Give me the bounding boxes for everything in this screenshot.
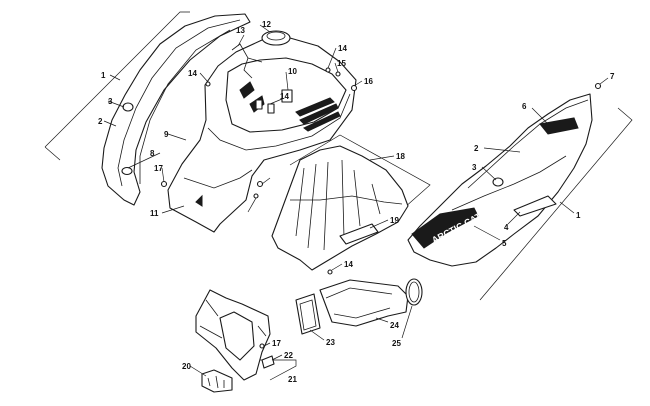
left-side-panel-edge: [117, 19, 241, 187]
tub-frame: [289, 134, 431, 209]
hood-wire-harness-13: [231, 43, 263, 79]
left-panel-grommet-8: [121, 166, 133, 176]
belly-pan-decal-19: [339, 223, 379, 245]
intake-seal-23-inner: [299, 299, 317, 331]
callout-17-left: 17: [154, 164, 163, 173]
callout-labels: 1 3 2 8 17 11 9 13 12 14 10 15 16 14 14 …: [98, 20, 615, 384]
right-side-panel-crease: [451, 155, 567, 211]
callout-9: 9: [164, 130, 169, 139]
callout-22: 22: [284, 351, 293, 360]
belly-pan-ridges: [295, 159, 381, 251]
callout-4: 4: [504, 223, 509, 232]
hood-gauge-cap-12: [261, 30, 291, 46]
screw-15: [335, 71, 341, 77]
hood-warning-decal: [195, 194, 203, 207]
callout-17-lower: 17: [272, 339, 281, 348]
callout-21: 21: [288, 375, 297, 384]
belly-pan-18: [271, 145, 409, 271]
left-panel-frame-lower: [44, 146, 61, 161]
lower-nose-opening: [219, 311, 255, 361]
lower-decal-22: [261, 355, 275, 369]
intake-seal-23: [295, 293, 321, 335]
hood-clip-14a: [255, 99, 263, 110]
right-panel-stripe-decal-6: [539, 117, 579, 135]
screw-7: [594, 82, 602, 90]
screw-14-belly: [327, 269, 333, 275]
callout-14-left: 14: [188, 69, 197, 78]
callout-8: 8: [150, 149, 155, 158]
hood-bracket-10: [281, 89, 293, 103]
screw-16-mid: [256, 180, 264, 188]
intake-clamp-25-inner: [408, 281, 420, 303]
callout-14-inner: 14: [280, 92, 289, 101]
callout-10: 10: [288, 67, 297, 76]
screw-17-left: [160, 180, 168, 188]
callout-20: 20: [182, 362, 191, 371]
callout-18: 18: [396, 152, 405, 161]
callout-13: 13: [236, 26, 245, 35]
screw-16-top: [350, 84, 358, 92]
callout-5: 5: [502, 239, 507, 248]
hood-clip-14b: [267, 103, 275, 114]
screw-14-mid: [253, 193, 259, 199]
callout-1-right: 1: [576, 211, 581, 220]
callout-15: 15: [337, 59, 346, 68]
callout-2-right: 2: [474, 144, 479, 153]
callout-7: 7: [610, 72, 615, 81]
callout-16-top: 16: [364, 77, 373, 86]
callout-14-belly: 14: [344, 260, 353, 269]
leader-lines: [103, 24, 609, 377]
intake-duct-24-inner: [325, 287, 393, 319]
callout-3-left: 3: [108, 97, 113, 106]
left-panel-bolt-hole-3: [122, 102, 134, 112]
hood-vent-louvers: [239, 81, 341, 132]
nose-hood-crease: [207, 93, 351, 151]
callout-23: 23: [326, 338, 335, 347]
callout-11: 11: [150, 209, 159, 218]
callout-12: 12: [262, 20, 271, 29]
right-panel-logo-decal-5: [411, 207, 479, 249]
callout-19: 19: [390, 216, 399, 225]
right-panel-frame: [479, 107, 633, 301]
callout-1-left: 1: [101, 71, 106, 80]
left-panel-frame: [44, 11, 190, 148]
callout-3-right: 3: [472, 163, 477, 172]
right-panel-bolt-hole-3: [492, 177, 504, 187]
screw-14-top: [325, 67, 331, 73]
screw-17-lower: [259, 343, 265, 349]
left-side-panel-inner: [139, 29, 231, 184]
callout-2-left: 2: [98, 117, 103, 126]
lower-bracket-20-slots: [207, 375, 225, 389]
screw-14-left: [205, 81, 211, 87]
callout-24: 24: [390, 321, 399, 330]
nose-hood-lower-crease: [183, 169, 253, 189]
callout-25: 25: [392, 339, 401, 348]
callout-14-top: 14: [338, 44, 347, 53]
hood-gauge-cap-ring: [266, 31, 286, 41]
intake-clamp-25: [405, 278, 423, 306]
callout-6: 6: [522, 102, 527, 111]
intake-duct-24: [319, 279, 409, 327]
lower-nose-crease: [199, 299, 267, 339]
belly-pan-rim: [290, 195, 403, 205]
